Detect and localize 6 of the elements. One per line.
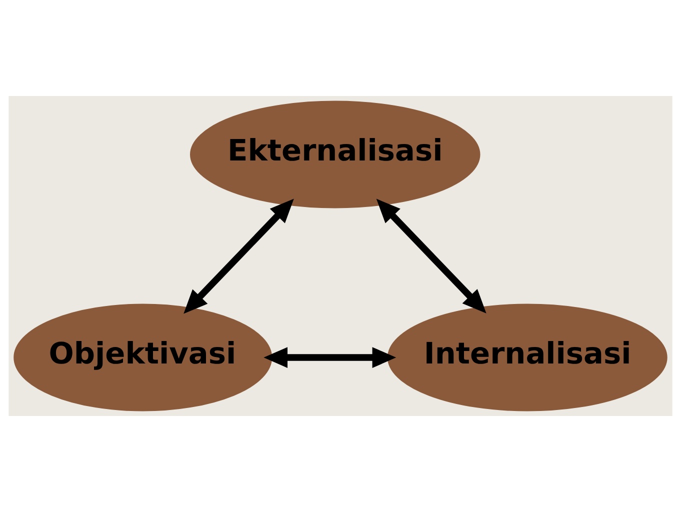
- node-ellipse: Internalisasi: [387, 304, 668, 412]
- arrow: [184, 198, 294, 314]
- arrow: [264, 347, 396, 368]
- node-ellipse: Ekternalisasi: [190, 100, 480, 208]
- node-ellipse: Objektivasi: [14, 304, 272, 412]
- arrow: [376, 198, 486, 314]
